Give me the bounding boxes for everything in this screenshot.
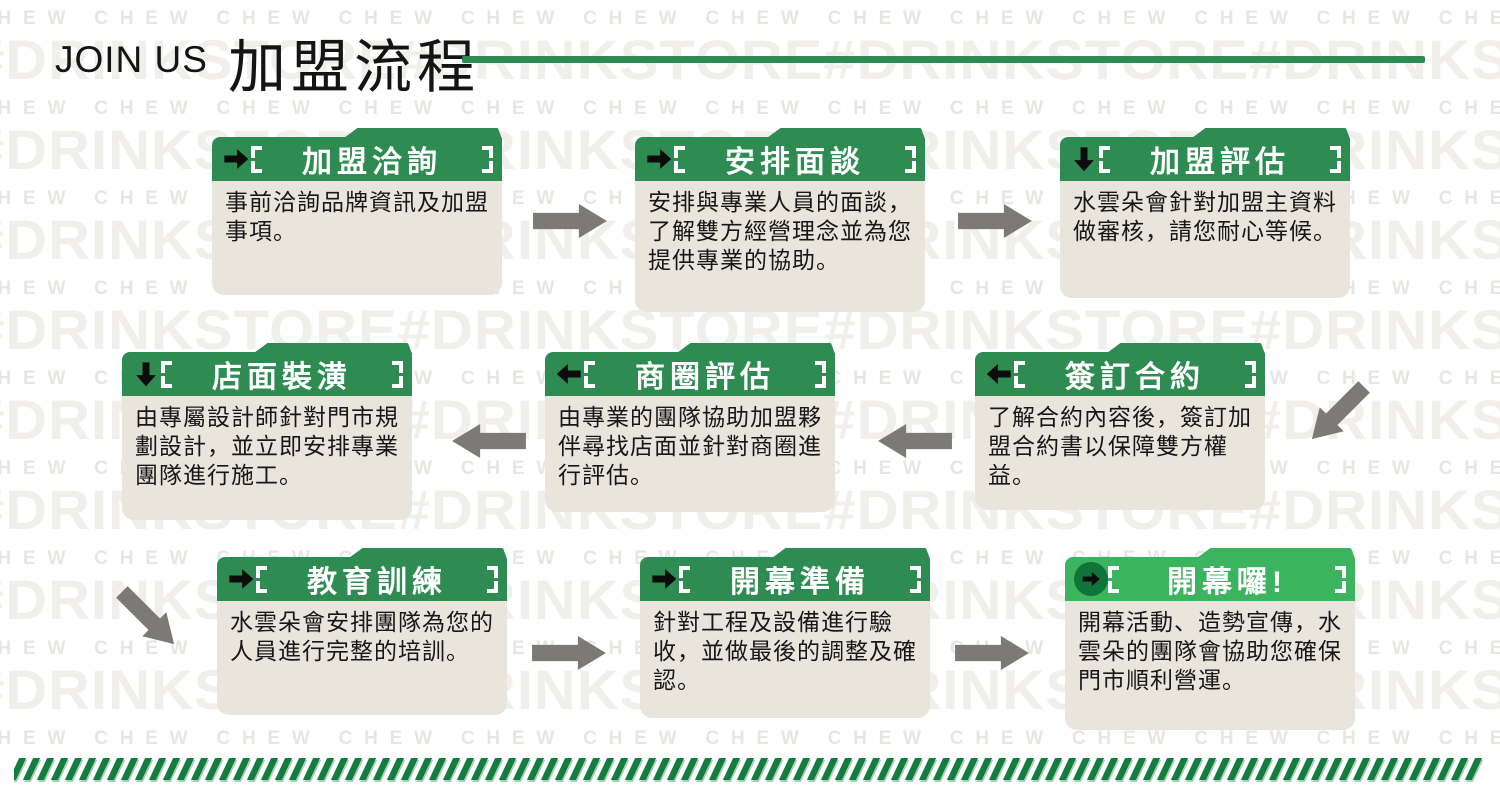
bracket-right	[1245, 360, 1256, 388]
folder-tab	[253, 343, 413, 354]
step-header: 店面裝潢	[122, 352, 412, 396]
folder-tab	[771, 548, 931, 559]
connector-arrow-down-left-icon	[1300, 375, 1376, 451]
bracket-left	[251, 145, 262, 173]
folder-tab	[676, 343, 836, 354]
connector-arrow-left-icon	[452, 424, 526, 458]
step-header: 開幕準備	[640, 557, 930, 601]
watermark-chew-row: CHEW CHEW CHEW CHEW CHEW CHEW CHEW CHEW …	[0, 728, 1500, 749]
step-description: 水雲朵會安排團隊為您的人員進行完整的培訓。	[217, 601, 507, 715]
join-us-label: JOIN US	[55, 39, 208, 80]
bracket-left	[1099, 145, 1110, 173]
arrow-right-icon	[644, 144, 674, 174]
folder-tab	[1196, 548, 1356, 559]
step-card-3: 加盟評估 水雲朵會針對加盟主資料做審核，請您耐心等候。	[1060, 137, 1350, 298]
step-title: 開幕準備	[730, 566, 870, 599]
step-header: 安排面談	[635, 137, 925, 181]
folder-tab	[348, 548, 508, 559]
bracket-right	[905, 145, 916, 173]
connector-arrow-right-icon	[533, 204, 607, 238]
footer-slash-stripes	[14, 753, 1490, 785]
step-card-6: 店面裝潢 由專屬設計師針對門市規劃設計，並立即安排專業團隊進行施工。	[122, 352, 412, 520]
step-card-9: 開幕囉! 開幕活動、造勢宣傳，水雲朵的團隊會協助您確保門市順利營運。	[1065, 557, 1355, 730]
step-description: 由專業的團隊協助加盟夥伴尋找店面並針對商圈進行評估。	[545, 396, 835, 512]
step-header: 加盟評估	[1060, 137, 1350, 181]
step-card-7: 教育訓練 水雲朵會安排團隊為您的人員進行完整的培訓。	[217, 557, 507, 715]
bracket-right	[815, 360, 826, 388]
step-title: 簽訂合約	[1065, 361, 1205, 394]
step-card-1: 加盟洽詢 事前洽詢品牌資訊及加盟事項。	[212, 137, 502, 295]
arrow-left-icon	[984, 359, 1014, 389]
page-title: 加盟流程	[227, 35, 480, 100]
bracket-left	[256, 565, 267, 593]
arrow-right-circle-icon	[1074, 562, 1108, 596]
step-title: 安排面談	[725, 146, 865, 179]
bracket-right	[392, 360, 403, 388]
step-title: 教育訓練	[307, 566, 447, 599]
folder-tab	[1191, 128, 1351, 139]
step-header: 教育訓練	[217, 557, 507, 601]
bracket-right	[482, 145, 493, 173]
step-title: 店面裝潢	[212, 361, 352, 394]
arrow-left-icon	[554, 359, 584, 389]
step-header: 簽訂合約	[975, 352, 1265, 396]
slash-stripe	[1464, 758, 1483, 780]
step-card-5: 商圈評估 由專業的團隊協助加盟夥伴尋找店面並針對商圈進行評估。	[545, 352, 835, 512]
step-card-4: 簽訂合約 了解合約內容後，簽訂加盟合約書以保障雙方權益。	[975, 352, 1265, 510]
bracket-right	[1330, 145, 1341, 173]
arrow-right-icon	[226, 564, 256, 594]
bracket-left	[161, 360, 172, 388]
bracket-left	[674, 145, 685, 173]
bracket-left	[1014, 360, 1025, 388]
connector-arrow-down-right-icon	[110, 580, 186, 656]
step-header: 開幕囉!	[1065, 557, 1355, 601]
connector-arrow-right-icon	[532, 636, 606, 670]
step-card-8: 開幕準備 針對工程及設備進行驗收，並做最後的調整及確認。	[640, 557, 930, 718]
bracket-right	[1335, 565, 1346, 593]
arrow-right-icon	[649, 564, 679, 594]
bracket-right	[910, 565, 921, 593]
title-underline	[462, 56, 1425, 63]
connector-arrow-right-icon	[958, 204, 1032, 238]
bracket-right	[487, 565, 498, 593]
arrow-down-icon	[1069, 144, 1099, 174]
step-description: 了解合約內容後，簽訂加盟合約書以保障雙方權益。	[975, 396, 1265, 510]
step-header: 商圈評估	[545, 352, 835, 396]
folder-tab	[343, 128, 503, 139]
connector-arrow-left-icon	[878, 424, 952, 458]
bracket-left	[584, 360, 595, 388]
step-description: 安排與專業人員的面談，了解雙方經營理念並為您提供專業的協助。	[635, 181, 925, 312]
arrow-right-icon	[221, 144, 251, 174]
bracket-left	[679, 565, 690, 593]
step-title: 加盟洽詢	[302, 146, 442, 179]
connector-arrow-right-icon	[955, 636, 1029, 670]
step-description: 針對工程及設備進行驗收，並做最後的調整及確認。	[640, 601, 930, 718]
step-description: 水雲朵會針對加盟主資料做審核，請您耐心等候。	[1060, 181, 1350, 298]
step-title: 開幕囉!	[1167, 566, 1287, 599]
step-header: 加盟洽詢	[212, 137, 502, 181]
bracket-left	[1108, 565, 1119, 593]
step-description: 開幕活動、造勢宣傳，水雲朵的團隊會協助您確保門市順利營運。	[1065, 601, 1355, 730]
page-header: JOIN US 加盟流程	[55, 20, 480, 104]
step-description: 由專屬設計師針對門市規劃設計，並立即安排專業團隊進行施工。	[122, 396, 412, 520]
folder-tab	[766, 128, 926, 139]
step-title: 加盟評估	[1150, 146, 1290, 179]
step-title: 商圈評估	[635, 361, 775, 394]
step-description: 事前洽詢品牌資訊及加盟事項。	[212, 181, 502, 295]
arrow-down-icon	[131, 359, 161, 389]
step-card-2: 安排面談 安排與專業人員的面談，了解雙方經營理念並為您提供專業的協助。	[635, 137, 925, 312]
folder-tab	[1106, 343, 1266, 354]
